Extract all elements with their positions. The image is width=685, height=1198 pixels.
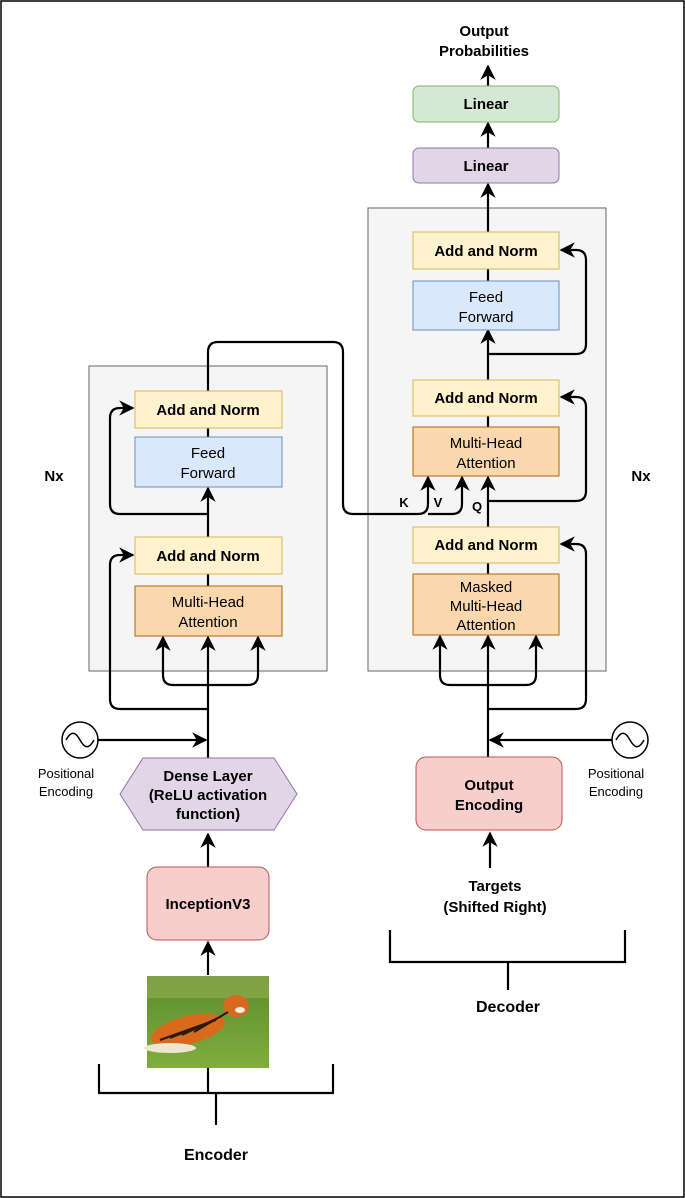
dec-positional-label-2: Encoding xyxy=(589,784,643,799)
enc-ff-label-1: Feed xyxy=(191,445,225,462)
dec-ff-label-1: Feed xyxy=(469,289,503,306)
enc-multi-head-attention: Multi-Head Attention xyxy=(134,585,283,637)
dense-label-1: Dense Layer xyxy=(163,768,252,785)
output-probs-label-1: Output xyxy=(459,23,508,40)
dec-add-norm-top: Add and Norm xyxy=(412,231,560,270)
v-label: V xyxy=(434,495,443,510)
dec-residual-1 xyxy=(488,536,588,711)
targets-label-2: (Shifted Right) xyxy=(443,899,546,916)
dec-add-norm-mid-label: Add and Norm xyxy=(434,390,537,407)
dec-add-norm-mid: Add and Norm xyxy=(412,379,560,417)
masked-mha-label-1: Masked xyxy=(460,579,513,596)
masked-mha-label-3: Attention xyxy=(456,617,515,634)
enc-add-norm-bottom: Add and Norm xyxy=(134,536,283,575)
enc-add-norm-top-label: Add and Norm xyxy=(156,402,259,419)
enc-positional-label-2: Encoding xyxy=(39,784,93,799)
encoder-bracket xyxy=(97,1064,335,1095)
q-label: Q xyxy=(472,499,482,514)
output-encoding-label-1: Output xyxy=(464,777,513,794)
enc-nx-label: Nx xyxy=(44,468,64,485)
dense-label-2: (ReLU activation xyxy=(149,787,267,804)
linear-bottom-label: Linear xyxy=(463,158,508,175)
enc-output-to-v xyxy=(428,475,470,516)
decoder-bracket xyxy=(388,930,627,964)
enc-mha-label-2: Attention xyxy=(178,614,237,631)
tiger-photo xyxy=(144,976,269,1068)
dense-label-3: function) xyxy=(176,806,240,823)
dec-add-norm-top-label: Add and Norm xyxy=(434,243,537,260)
enc-add-norm-top: Add and Norm xyxy=(134,390,283,429)
dec-mmha-left-input xyxy=(432,634,488,687)
targets-label-1: Targets xyxy=(468,878,521,895)
dec-add-norm-bottom-label: Add and Norm xyxy=(434,537,537,554)
enc-feed-forward: Feed Forward xyxy=(134,436,283,488)
output-probs-label-2: Probabilities xyxy=(439,43,529,60)
dec-ff-label-2: Forward xyxy=(458,309,513,326)
dec-positional-label-1: Positional xyxy=(588,766,644,781)
linear-top-label: Linear xyxy=(463,96,508,113)
k-label: K xyxy=(399,495,409,510)
enc-dense-layer: Dense Layer (ReLU activation function) xyxy=(119,757,298,831)
decoder-caption: Decoder xyxy=(476,999,540,1016)
dec-masked-multi-head-attention: Masked Multi-Head Attention xyxy=(412,573,560,636)
enc-positional-label-1: Positional xyxy=(38,766,94,781)
connectors xyxy=(98,64,612,1093)
enc-mha-label-1: Multi-Head xyxy=(172,594,245,611)
dec-mha-label-1: Multi-Head xyxy=(450,435,523,452)
dec-linear-bottom: Linear xyxy=(412,147,560,184)
inception-v3: InceptionV3 xyxy=(146,866,270,941)
dec-nx-label: Nx xyxy=(631,468,651,485)
enc-add-norm-bottom-label: Add and Norm xyxy=(156,548,259,565)
dec-mmha-right-input xyxy=(488,634,544,687)
enc-output-to-k xyxy=(206,340,436,516)
enc-mha-right-input xyxy=(208,635,266,687)
dec-positional-encoding: Positional Encoding xyxy=(588,721,649,799)
enc-residual-2 xyxy=(108,400,208,516)
dec-multi-head-attention: Multi-Head Attention xyxy=(412,426,560,477)
inception-label: InceptionV3 xyxy=(165,896,250,913)
dec-linear-top: Linear xyxy=(412,85,560,123)
dec-add-norm-bottom: Add and Norm xyxy=(412,526,560,564)
enc-mha-left-input xyxy=(155,635,208,687)
encoder-caption: Encoder xyxy=(184,1147,248,1164)
enc-ff-label-2: Forward xyxy=(180,465,235,482)
dec-residual-3 xyxy=(488,242,588,356)
enc-residual-1 xyxy=(108,547,208,711)
masked-mha-label-2: Multi-Head xyxy=(450,598,523,615)
dec-mha-label-2: Attention xyxy=(456,455,515,472)
enc-positional-encoding: Positional Encoding xyxy=(38,721,99,799)
dec-feed-forward: Feed Forward xyxy=(412,280,560,331)
dec-residual-2 xyxy=(488,389,588,503)
output-encoding-label-2: Encoding xyxy=(455,797,523,814)
dec-output-encoding: Output Encoding xyxy=(415,756,563,831)
